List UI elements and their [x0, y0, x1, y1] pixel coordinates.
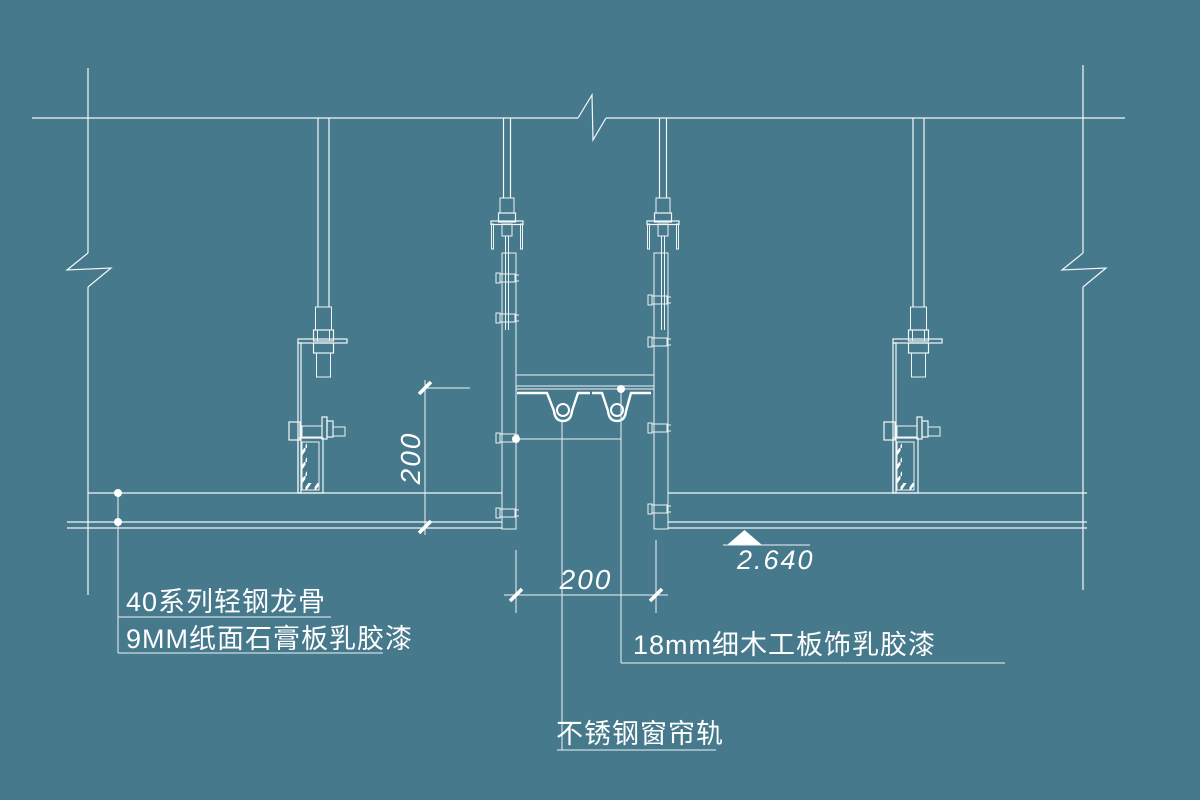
blockboard-left [501, 252, 517, 530]
curtain-roller-right [610, 403, 624, 417]
curtain-roller-left [556, 403, 570, 417]
leader-left-labels: 40系列轻钢龙骨 9MM纸面石膏板乳胶漆 [114, 489, 413, 654]
dim-vertical-value: 200 [395, 432, 426, 486]
blockboard-sides [495, 252, 672, 530]
blockboard-top [515, 374, 655, 390]
dimension-horizontal: 200 [504, 540, 668, 613]
label-gypsum-board: 9MM纸面石膏板乳胶漆 [126, 624, 413, 654]
leader-curtain-label: 不锈钢窗帘轨 [556, 420, 724, 751]
label-steel-keel: 40系列轻钢龙骨 [126, 587, 326, 617]
ceiling-right [668, 492, 1087, 529]
elevation-value: 2.640 [736, 545, 815, 575]
break-symbol-top [577, 92, 607, 143]
dimension-vertical: 200 [395, 380, 470, 535]
slab-and-border-lines [32, 65, 1125, 595]
label-curtain-track: 不锈钢窗帘轨 [556, 719, 724, 749]
curtain-track [517, 391, 651, 423]
elevation-marker: 2.640 [723, 530, 815, 575]
break-symbol-left [65, 252, 113, 288]
dim-horizontal-value: 200 [559, 564, 613, 595]
leader-blockboard-label: 18mm细木工板饰乳胶漆 [512, 385, 1005, 664]
break-symbol-right [1060, 252, 1108, 288]
elevation-triangle-icon [727, 530, 762, 545]
blockboard-right [653, 252, 669, 530]
label-blockboard: 18mm细木工板饰乳胶漆 [633, 630, 936, 660]
